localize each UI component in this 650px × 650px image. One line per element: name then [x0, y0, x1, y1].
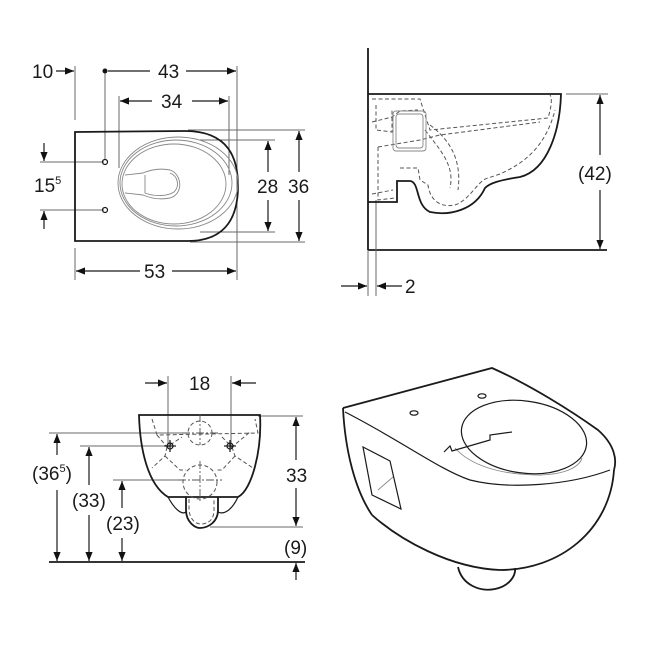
dim-43: 43 — [158, 62, 179, 83]
dim-33-right: 33 — [286, 466, 307, 487]
dim-28: 28 — [257, 177, 278, 198]
side-view: (42) 2 — [341, 48, 612, 298]
dim-23: (23) — [106, 514, 140, 535]
dim-53: 53 — [144, 262, 165, 283]
bolt-left — [164, 440, 176, 452]
bolt-right — [224, 440, 236, 452]
dim-9: (9) — [284, 538, 307, 559]
perspective-view — [342, 367, 617, 591]
dim-10: 10 — [32, 62, 53, 83]
dim-42: (42) — [578, 164, 612, 185]
dim-33-left: (33) — [72, 491, 106, 512]
dim-34: 34 — [161, 92, 183, 113]
dim-18: 18 — [189, 374, 210, 395]
dim-2: 2 — [405, 277, 416, 298]
dim-36-5: (365) — [32, 463, 72, 485]
front-view: 18 33 (9) (365) (33) (23) — [32, 374, 307, 580]
dim-15-5: 155 — [34, 175, 61, 197]
top-view: 10 43 34 53 155 28 36 — [32, 62, 309, 283]
dim-36: 36 — [288, 177, 309, 198]
